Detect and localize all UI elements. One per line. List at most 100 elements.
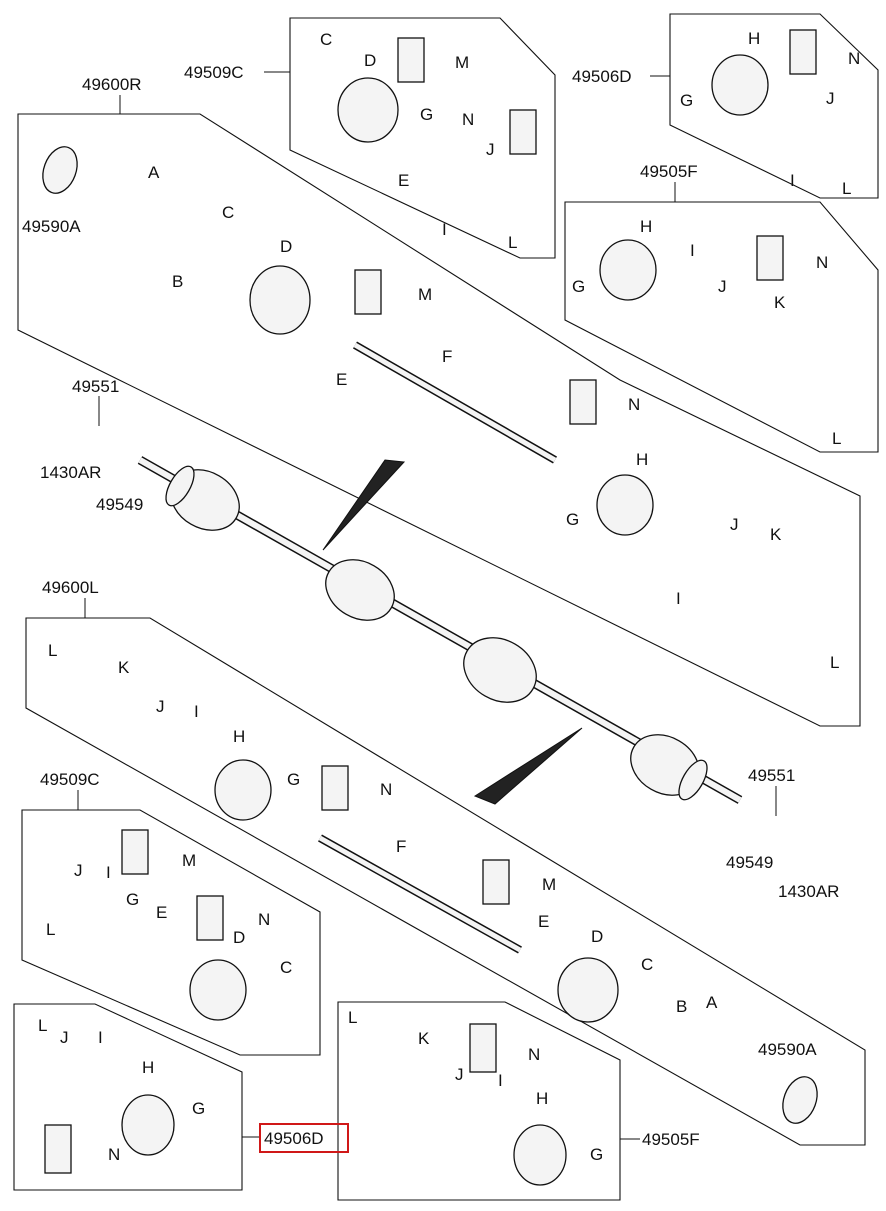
letter-g: G xyxy=(192,1099,205,1118)
letter-k: K xyxy=(774,293,786,312)
letter-m: M xyxy=(418,285,432,304)
letter-i: I xyxy=(98,1028,103,1047)
letter-l: L xyxy=(842,179,851,198)
kit-49505f-upper-label: 49505F xyxy=(640,162,698,181)
letter-l: L xyxy=(830,653,839,672)
letter-g: G xyxy=(680,91,693,110)
letter-j: J xyxy=(730,515,739,534)
washer-49549-upper-label: 49549 xyxy=(96,495,143,514)
kit-49506d-upper-label: 49506D xyxy=(572,67,632,86)
letter-c: C xyxy=(320,30,332,49)
letter-d: D xyxy=(364,51,376,70)
kit-49506d-lower-frame xyxy=(13,1003,243,1191)
boot-d xyxy=(337,77,399,143)
letter-l: L xyxy=(348,1008,357,1027)
letter-k: K xyxy=(118,658,130,677)
boot-h xyxy=(513,1124,567,1186)
letter-j: J xyxy=(718,277,727,296)
letter-l: L xyxy=(38,1016,47,1035)
letter-h: H xyxy=(233,727,245,746)
letter-i: I xyxy=(194,702,199,721)
kit-49509c-lower-frame xyxy=(21,809,321,1056)
grease-bottle-m xyxy=(354,269,382,315)
grease-bottle-n xyxy=(509,109,537,155)
letter-l: L xyxy=(832,429,841,448)
letter-n: N xyxy=(108,1145,120,1164)
letter-k: K xyxy=(418,1029,430,1048)
letter-e: E xyxy=(538,912,549,931)
letter-f: F xyxy=(396,837,406,856)
letter-e: E xyxy=(156,903,167,922)
letter-i: I xyxy=(676,589,681,608)
pin-1430ar-upper-label: 1430AR xyxy=(40,463,101,482)
letter-n: N xyxy=(380,780,392,799)
tone-ring xyxy=(782,1076,818,1124)
letter-c: C xyxy=(222,203,234,222)
pin-1430ar-lower-label: 1430AR xyxy=(778,882,839,901)
grease-bottle-n xyxy=(789,29,817,75)
ring-49590a-lower-label: 49590A xyxy=(758,1040,817,1059)
kit-49509c-upper-label: 49509C xyxy=(184,63,244,82)
letter-j: J xyxy=(486,140,495,159)
boot-d xyxy=(189,959,247,1021)
assembly-49600r-frame xyxy=(17,113,861,727)
grease-bottle-n xyxy=(321,765,349,811)
letter-i: I xyxy=(442,220,447,239)
letter-n: N xyxy=(528,1045,540,1064)
grease-bottle-n xyxy=(569,379,597,425)
letter-i: I xyxy=(690,241,695,260)
letter-e: E xyxy=(398,171,409,190)
grease-bottle-n xyxy=(44,1124,72,1174)
grease-bottle-n xyxy=(196,895,224,941)
kit-49505f-lower-frame xyxy=(337,1001,621,1201)
letter-a: A xyxy=(148,163,160,182)
letter-f: F xyxy=(442,347,452,366)
letter-n: N xyxy=(258,910,270,929)
letter-m: M xyxy=(182,851,196,870)
washer-49549-lower-label: 49549 xyxy=(726,853,773,872)
letter-h: H xyxy=(536,1089,548,1108)
letter-g: G xyxy=(572,277,585,296)
kit-49509c-lower-label: 49509C xyxy=(40,770,100,789)
upper-pointer-arrow xyxy=(322,459,406,551)
lower-pointer-arrow xyxy=(473,727,583,805)
letter-d: D xyxy=(591,927,603,946)
letter-g: G xyxy=(590,1145,603,1164)
kit-49506d-lower-label[interactable]: 49506D xyxy=(264,1129,324,1148)
letter-n: N xyxy=(848,49,860,68)
letter-e: E xyxy=(336,370,347,389)
letter-j: J xyxy=(156,697,165,716)
letter-g: G xyxy=(126,890,139,909)
boot-h xyxy=(214,759,272,821)
letter-j: J xyxy=(74,861,83,880)
nut-49551-lower-label: 49551 xyxy=(748,766,795,785)
grease-bottle-m xyxy=(397,37,425,83)
letter-n: N xyxy=(462,110,474,129)
letter-c: C xyxy=(641,955,653,974)
kit-49505f-lower-label: 49505F xyxy=(642,1130,700,1149)
kit-49506d-upper-frame xyxy=(669,13,879,199)
kit-49505f-upper-frame xyxy=(564,201,879,453)
letter-j: J xyxy=(60,1028,69,1047)
letter-i: I xyxy=(106,863,111,882)
letter-b: B xyxy=(676,997,687,1016)
assembly-49600r-label: 49600R xyxy=(82,75,142,94)
boot-h xyxy=(599,239,657,301)
letter-m: M xyxy=(542,875,556,894)
grease-bottle-m xyxy=(482,859,510,905)
letter-n: N xyxy=(816,253,828,272)
boot-d xyxy=(249,265,311,335)
letter-h: H xyxy=(748,29,760,48)
boot-d xyxy=(557,957,619,1023)
letter-c: C xyxy=(280,958,292,977)
letter-i: I xyxy=(790,171,795,190)
assembly-49600l-label: 49600L xyxy=(42,578,99,597)
letter-g: G xyxy=(287,770,300,789)
letter-g: G xyxy=(420,105,433,124)
letter-b: B xyxy=(172,272,183,291)
boot-h xyxy=(121,1094,175,1156)
letter-d: D xyxy=(280,237,292,256)
grease-bottle-m xyxy=(121,829,149,875)
letter-j: J xyxy=(826,89,835,108)
letter-j: J xyxy=(455,1065,464,1084)
